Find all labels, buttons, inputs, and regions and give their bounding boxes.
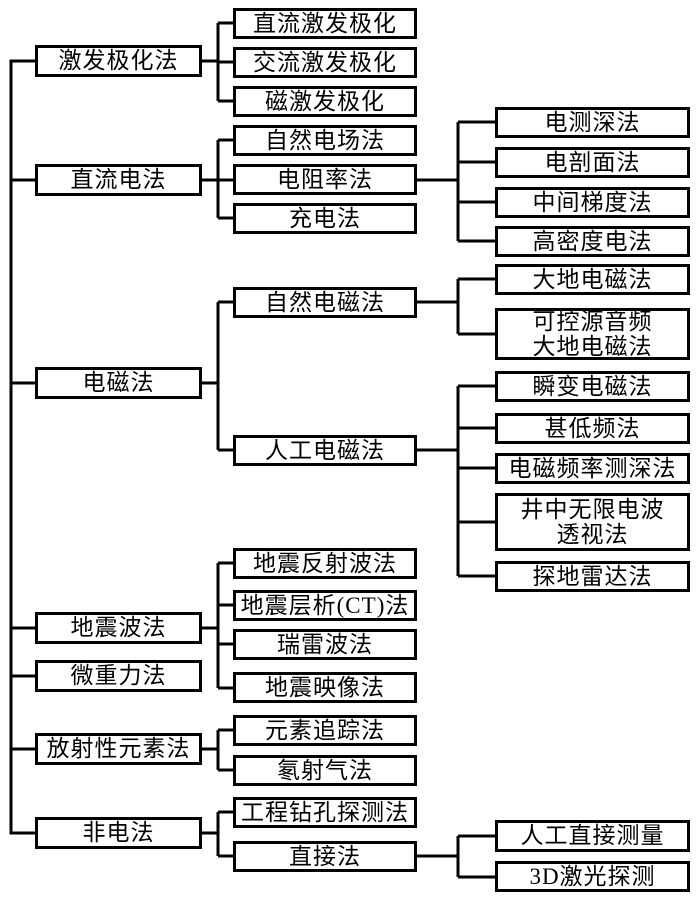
- node-csamt: 可控源音频 大地电磁法: [495, 308, 690, 360]
- node-magnetic-induced-polarization: 磁激发极化: [233, 86, 417, 117]
- connector-lines-path: [9, 21, 495, 879]
- node-3d-laser-detection: 3D激光探测: [495, 861, 690, 892]
- node-radon-emanation: 氡射气法: [233, 755, 417, 786]
- node-electric-sounding: 电测深法: [495, 107, 690, 138]
- node-direct-method: 直接法: [233, 841, 417, 872]
- node-seismic-ct: 地震层析(CT)法: [233, 590, 417, 621]
- node-induced-polarization: 激发极化法: [35, 45, 202, 77]
- node-seismic-reflection: 地震反射波法: [233, 548, 417, 579]
- node-electric-profiling: 电剖面法: [495, 147, 690, 178]
- node-vlf: 甚低频法: [495, 413, 690, 444]
- node-resistivity: 电阻率法: [233, 164, 417, 195]
- node-non-electrical: 非电法: [35, 817, 202, 849]
- node-ground-penetrating-radar: 探地雷达法: [495, 561, 690, 592]
- node-engineering-borehole: 工程钻孔探测法: [233, 797, 417, 828]
- node-natural-electric-field: 自然电场法: [233, 125, 417, 156]
- node-seismic-wave: 地震波法: [35, 612, 202, 644]
- node-high-density-electrical: 高密度电法: [495, 226, 690, 257]
- node-dc-induced-polarization: 直流激发极化: [233, 8, 417, 39]
- node-microgravity: 微重力法: [35, 660, 202, 692]
- node-borehole-radio-wave: 井中无限电波 透视法: [495, 493, 690, 551]
- node-rayleigh-wave: 瑞雷波法: [233, 629, 417, 660]
- node-charging-method: 充电法: [233, 203, 417, 234]
- node-middle-gradient: 中间梯度法: [495, 187, 690, 218]
- node-electromagnetic: 电磁法: [35, 367, 202, 399]
- node-seismic-imaging: 地震映像法: [233, 672, 417, 703]
- node-magnetotelluric: 大地电磁法: [495, 264, 690, 295]
- node-radioactive-element: 放射性元素法: [35, 733, 202, 765]
- node-ac-induced-polarization: 交流激发极化: [233, 47, 417, 78]
- node-artificial-em: 人工电磁法: [233, 435, 417, 466]
- node-element-tracing: 元素追踪法: [233, 715, 417, 746]
- node-natural-em: 自然电磁法: [233, 287, 417, 318]
- node-manual-direct-measurement: 人工直接测量: [495, 820, 690, 852]
- node-transient-em: 瞬变电磁法: [495, 371, 690, 402]
- node-em-frequency-sounding: 电磁频率测深法: [495, 453, 690, 484]
- node-dc-electrical: 直流电法: [35, 164, 202, 196]
